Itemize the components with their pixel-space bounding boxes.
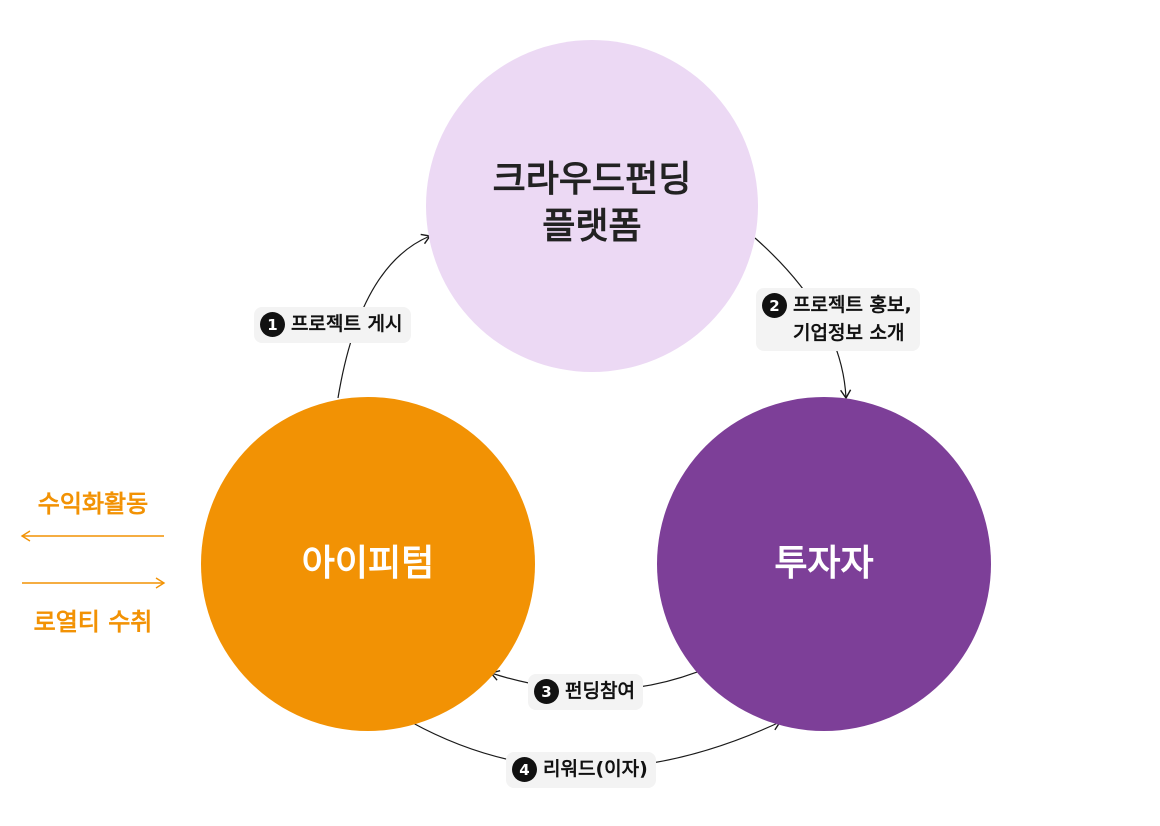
step-label-3: 3 펀딩참여 [528, 674, 643, 710]
arrow-step-1 [337, 233, 432, 399]
step-number-badge: 2 [762, 293, 787, 318]
step-text: 프로젝트 홍보, 기업정보 소개 [793, 294, 912, 344]
node-crowdfunding-platform: 크라우드펀딩 플랫폼 [426, 40, 758, 372]
node-ipitem-label: 아이피텀 [301, 542, 435, 584]
node-ipitem: 아이피텀 [201, 397, 535, 731]
step-text: 펀딩참여 [565, 680, 635, 702]
node-investor: 투자자 [657, 397, 991, 731]
step-number-badge: 3 [534, 679, 559, 704]
step-text: 프로젝트 게시 [291, 313, 403, 335]
step-number-badge: 4 [512, 757, 537, 782]
node-investor-label: 투자자 [774, 542, 874, 584]
step-label-2: 2 프로젝트 홍보, 기업정보 소개 [756, 288, 920, 352]
side-label-monetization: 수익화활동 [37, 490, 149, 518]
step-text: 리워드(이자) [543, 758, 648, 780]
side-label-royalty: 로열티 수취 [33, 608, 153, 636]
step-label-4: 4 리워드(이자) [506, 752, 656, 788]
step-label-1: 1 프로젝트 게시 [254, 307, 411, 343]
step-number-badge: 1 [260, 312, 285, 337]
node-platform-label: 크라우드펀딩 플랫폼 [492, 159, 692, 247]
